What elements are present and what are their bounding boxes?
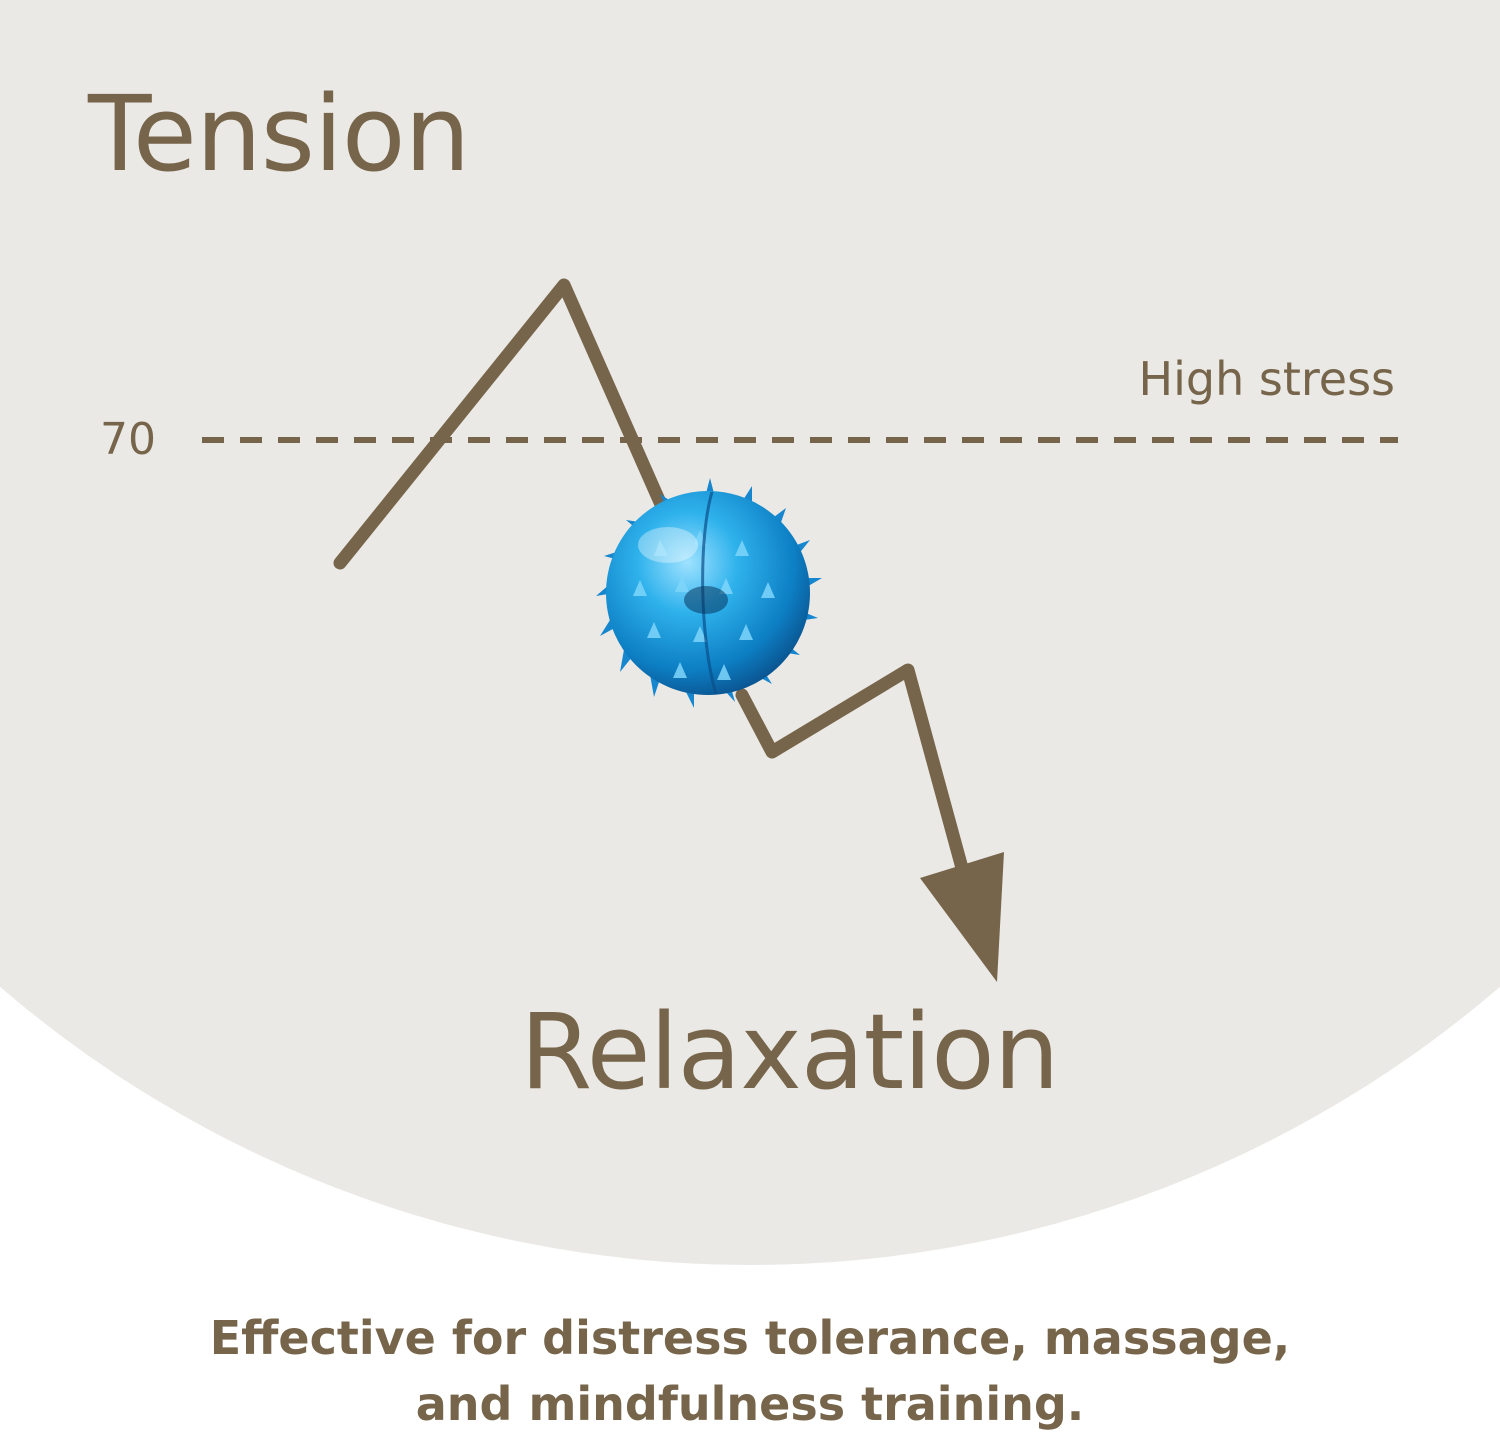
caption-line-2: and mindfulness training.	[415, 1377, 1085, 1431]
high-stress-label: High stress	[1138, 352, 1395, 406]
down-arrow-icon	[920, 852, 1004, 982]
threshold-value: 70	[100, 414, 156, 465]
caption-line-1: Effective for distress tolerance, massag…	[209, 1311, 1291, 1365]
spiky-massage-ball-icon	[596, 478, 822, 708]
stress-trend-line-lower	[735, 663, 975, 897]
relaxation-heading: Relaxation	[520, 991, 1060, 1113]
caption: Effective for distress tolerance, massag…	[0, 1305, 1500, 1435]
tension-heading: Tension	[88, 73, 470, 195]
